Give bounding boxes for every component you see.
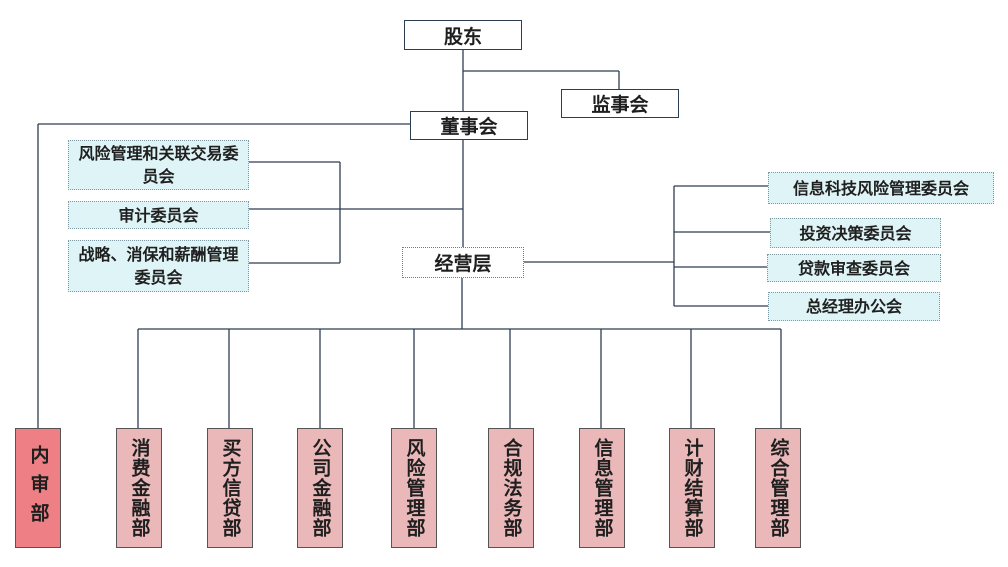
board-committee-audit: 审计委员会 [68,201,249,229]
board-of-directors-box: 董事会 [410,111,528,140]
dept-finance-settlement: 计财结算部 [669,428,715,548]
dept-general-management: 综合管理部 [755,428,801,548]
dept-corporate-finance: 公司金融部 [297,428,343,548]
mgmt-committee-investment: 投资决策委员会 [770,218,941,248]
supervisory-board-box: 监事会 [561,89,679,118]
management-box: 经营层 [402,247,524,278]
dept-consumer-finance: 消费金融部 [116,428,162,548]
shareholders-box: 股东 [404,20,522,50]
dept-buyer-credit: 买方信贷部 [207,428,253,548]
dept-compliance-legal: 合规法务部 [488,428,534,548]
board-committee-strategy-compensation: 战略、消保和薪酬管理委员会 [68,240,249,292]
dept-internal-audit: 内审部 [15,428,61,548]
board-committee-risk-related-party: 风险管理和关联交易委员会 [68,140,249,190]
mgmt-committee-loan-review: 贷款审查委员会 [767,254,941,282]
mgmt-committee-gm-office: 总经理办公会 [768,292,940,321]
dept-information-management: 信息管理部 [579,428,625,548]
mgmt-committee-it-risk: 信息科技风险管理委员会 [768,172,994,204]
dept-risk-management: 风险管理部 [391,428,437,548]
